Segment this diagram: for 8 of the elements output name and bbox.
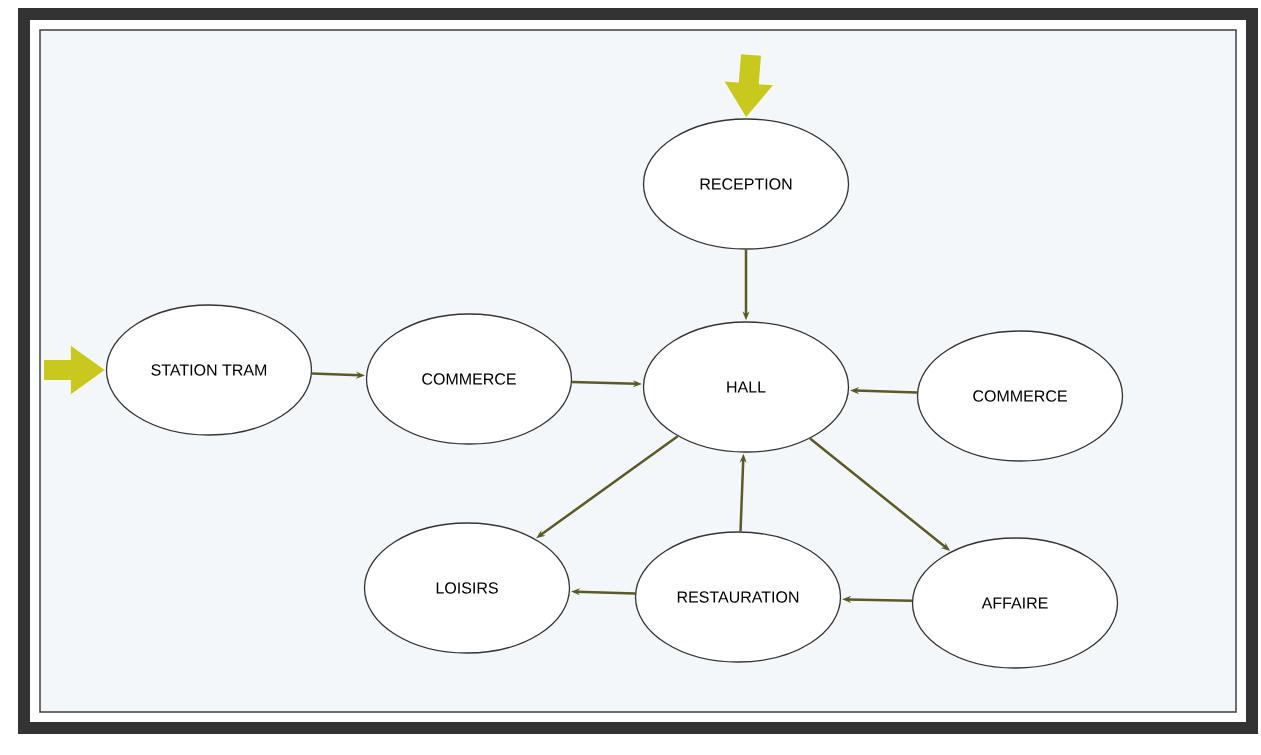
ellipse-node: AFFAIRE (911, 537, 1119, 669)
ellipse-node: RESTAURATION (634, 531, 842, 663)
ellipse-node: HALL (642, 321, 850, 453)
ellipse-node: COMMERCE (916, 330, 1124, 462)
ellipse-node: STATION TRAM (105, 304, 313, 436)
ellipse-node: LOISIRS (363, 522, 571, 654)
ellipse-node: COMMERCE (365, 313, 573, 445)
ellipse-node: RECEPTION (642, 118, 850, 250)
